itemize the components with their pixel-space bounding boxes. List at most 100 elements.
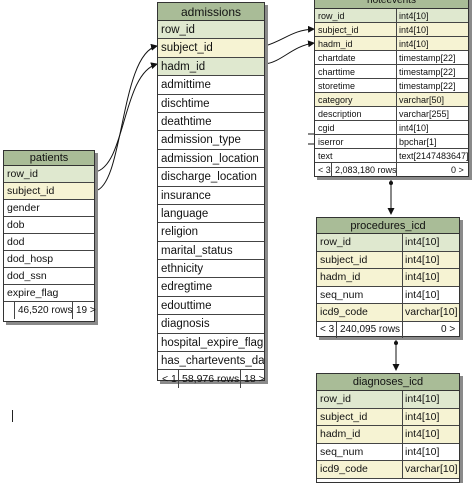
table-row[interactable]: admission_location	[158, 150, 264, 169]
table-footer: < 3 2,083,180 rows 0 >	[315, 163, 468, 177]
column-name: diagnosis	[161, 318, 210, 331]
footer-row-count: 46,520 rows	[18, 305, 73, 316]
table-title: noteevents	[315, 0, 468, 9]
column-type: int4[10]	[399, 123, 429, 133]
column-name: dob	[7, 219, 25, 231]
column-name: admittime	[161, 79, 211, 92]
column-name: hadm_id	[320, 428, 361, 440]
table-row[interactable]: hadm_id int4[10]	[315, 37, 468, 51]
table-row[interactable]: dob	[4, 217, 94, 234]
table-row[interactable]: insurance	[158, 187, 264, 205]
column-name: hospital_expire_flag	[161, 336, 264, 349]
table-row[interactable]: diagnosis	[158, 315, 264, 334]
table-row[interactable]: dod	[4, 234, 94, 251]
table-row[interactable]: deathtime	[158, 113, 264, 132]
table-row[interactable]: hospital_expire_flag	[158, 334, 264, 353]
column-name: ethnicity	[161, 263, 204, 276]
table-row[interactable]: admission_type	[158, 131, 264, 150]
table-row[interactable]: marital_status	[158, 242, 264, 261]
footer-next[interactable]: 19 >	[76, 305, 96, 316]
table-footer: 46,520 rows 19 >	[4, 302, 96, 319]
column-name: row_id	[7, 168, 38, 180]
column-divider	[402, 408, 403, 425]
column-name: row_id	[320, 236, 351, 248]
column-name: category	[318, 95, 353, 105]
table-row[interactable]: ethnicity	[158, 260, 264, 279]
table-row[interactable]: gender	[4, 200, 94, 217]
table-row[interactable]: edregtime	[158, 278, 264, 297]
column-name: text	[318, 151, 333, 161]
table-row[interactable]: discharge_location	[158, 168, 264, 187]
column-name: cgid	[318, 123, 335, 133]
column-name: row_id	[318, 11, 345, 21]
column-name: dischtime	[161, 97, 210, 110]
column-name: subject_id	[320, 410, 368, 423]
table-row[interactable]: expire_flag	[4, 285, 94, 302]
table-row[interactable]: dod_hosp	[4, 251, 94, 268]
column-name: seq_num	[320, 445, 364, 458]
table-row[interactable]: row_id	[4, 166, 94, 183]
table-row[interactable]: hadm_id	[158, 57, 264, 77]
table-row[interactable]: text text[2147483647]	[315, 149, 468, 163]
column-divider	[402, 304, 403, 321]
table-row[interactable]: admittime	[158, 76, 264, 95]
footer-prev[interactable]: < 1	[162, 373, 177, 386]
column-name: edregtime	[161, 281, 213, 294]
footer-next[interactable]: 0 >	[441, 323, 456, 335]
table-row[interactable]: dod_ssn	[4, 268, 94, 285]
column-name: edouttime	[161, 299, 212, 312]
footer-prev[interactable]: < 3	[320, 323, 335, 335]
footer-next[interactable]: 0 >	[451, 165, 464, 175]
column-type: text[2147483647]	[399, 151, 468, 161]
column-type: bpchar[1]	[399, 137, 437, 147]
column-type: int4[10]	[399, 39, 429, 49]
column-name: hadm_id	[161, 60, 206, 73]
column-name: has_chartevents_data	[161, 355, 264, 368]
column-type: timestamp[22]	[399, 53, 456, 63]
table-title: procedures_icd	[317, 218, 459, 234]
column-divider	[402, 391, 403, 408]
table-row[interactable]: cgid int4[10]	[315, 121, 468, 135]
table-row[interactable]: subject_id	[158, 39, 264, 58]
table-row[interactable]: subject_id	[4, 183, 94, 200]
table-row[interactable]: religion	[158, 223, 264, 242]
footer-prev[interactable]: < 3	[318, 165, 331, 175]
link-admissions-noteevents-subject	[264, 25, 315, 47]
table-row[interactable]: edouttime	[158, 297, 264, 316]
footer-next[interactable]: 18 >	[244, 373, 265, 386]
table-footer: < 1 58,976 rows 18 >	[158, 370, 265, 389]
table-row[interactable]: has_chartevents_data	[158, 352, 264, 371]
table-row[interactable]: dischtime	[158, 95, 264, 113]
column-name: hadm_id	[318, 39, 353, 49]
column-divider	[396, 37, 397, 50]
column-divider	[396, 23, 397, 36]
column-name: admission_type	[161, 134, 241, 147]
table-row[interactable]: row_id	[158, 21, 264, 40]
table-row[interactable]: language	[158, 205, 264, 224]
column-name: religion	[161, 226, 199, 239]
